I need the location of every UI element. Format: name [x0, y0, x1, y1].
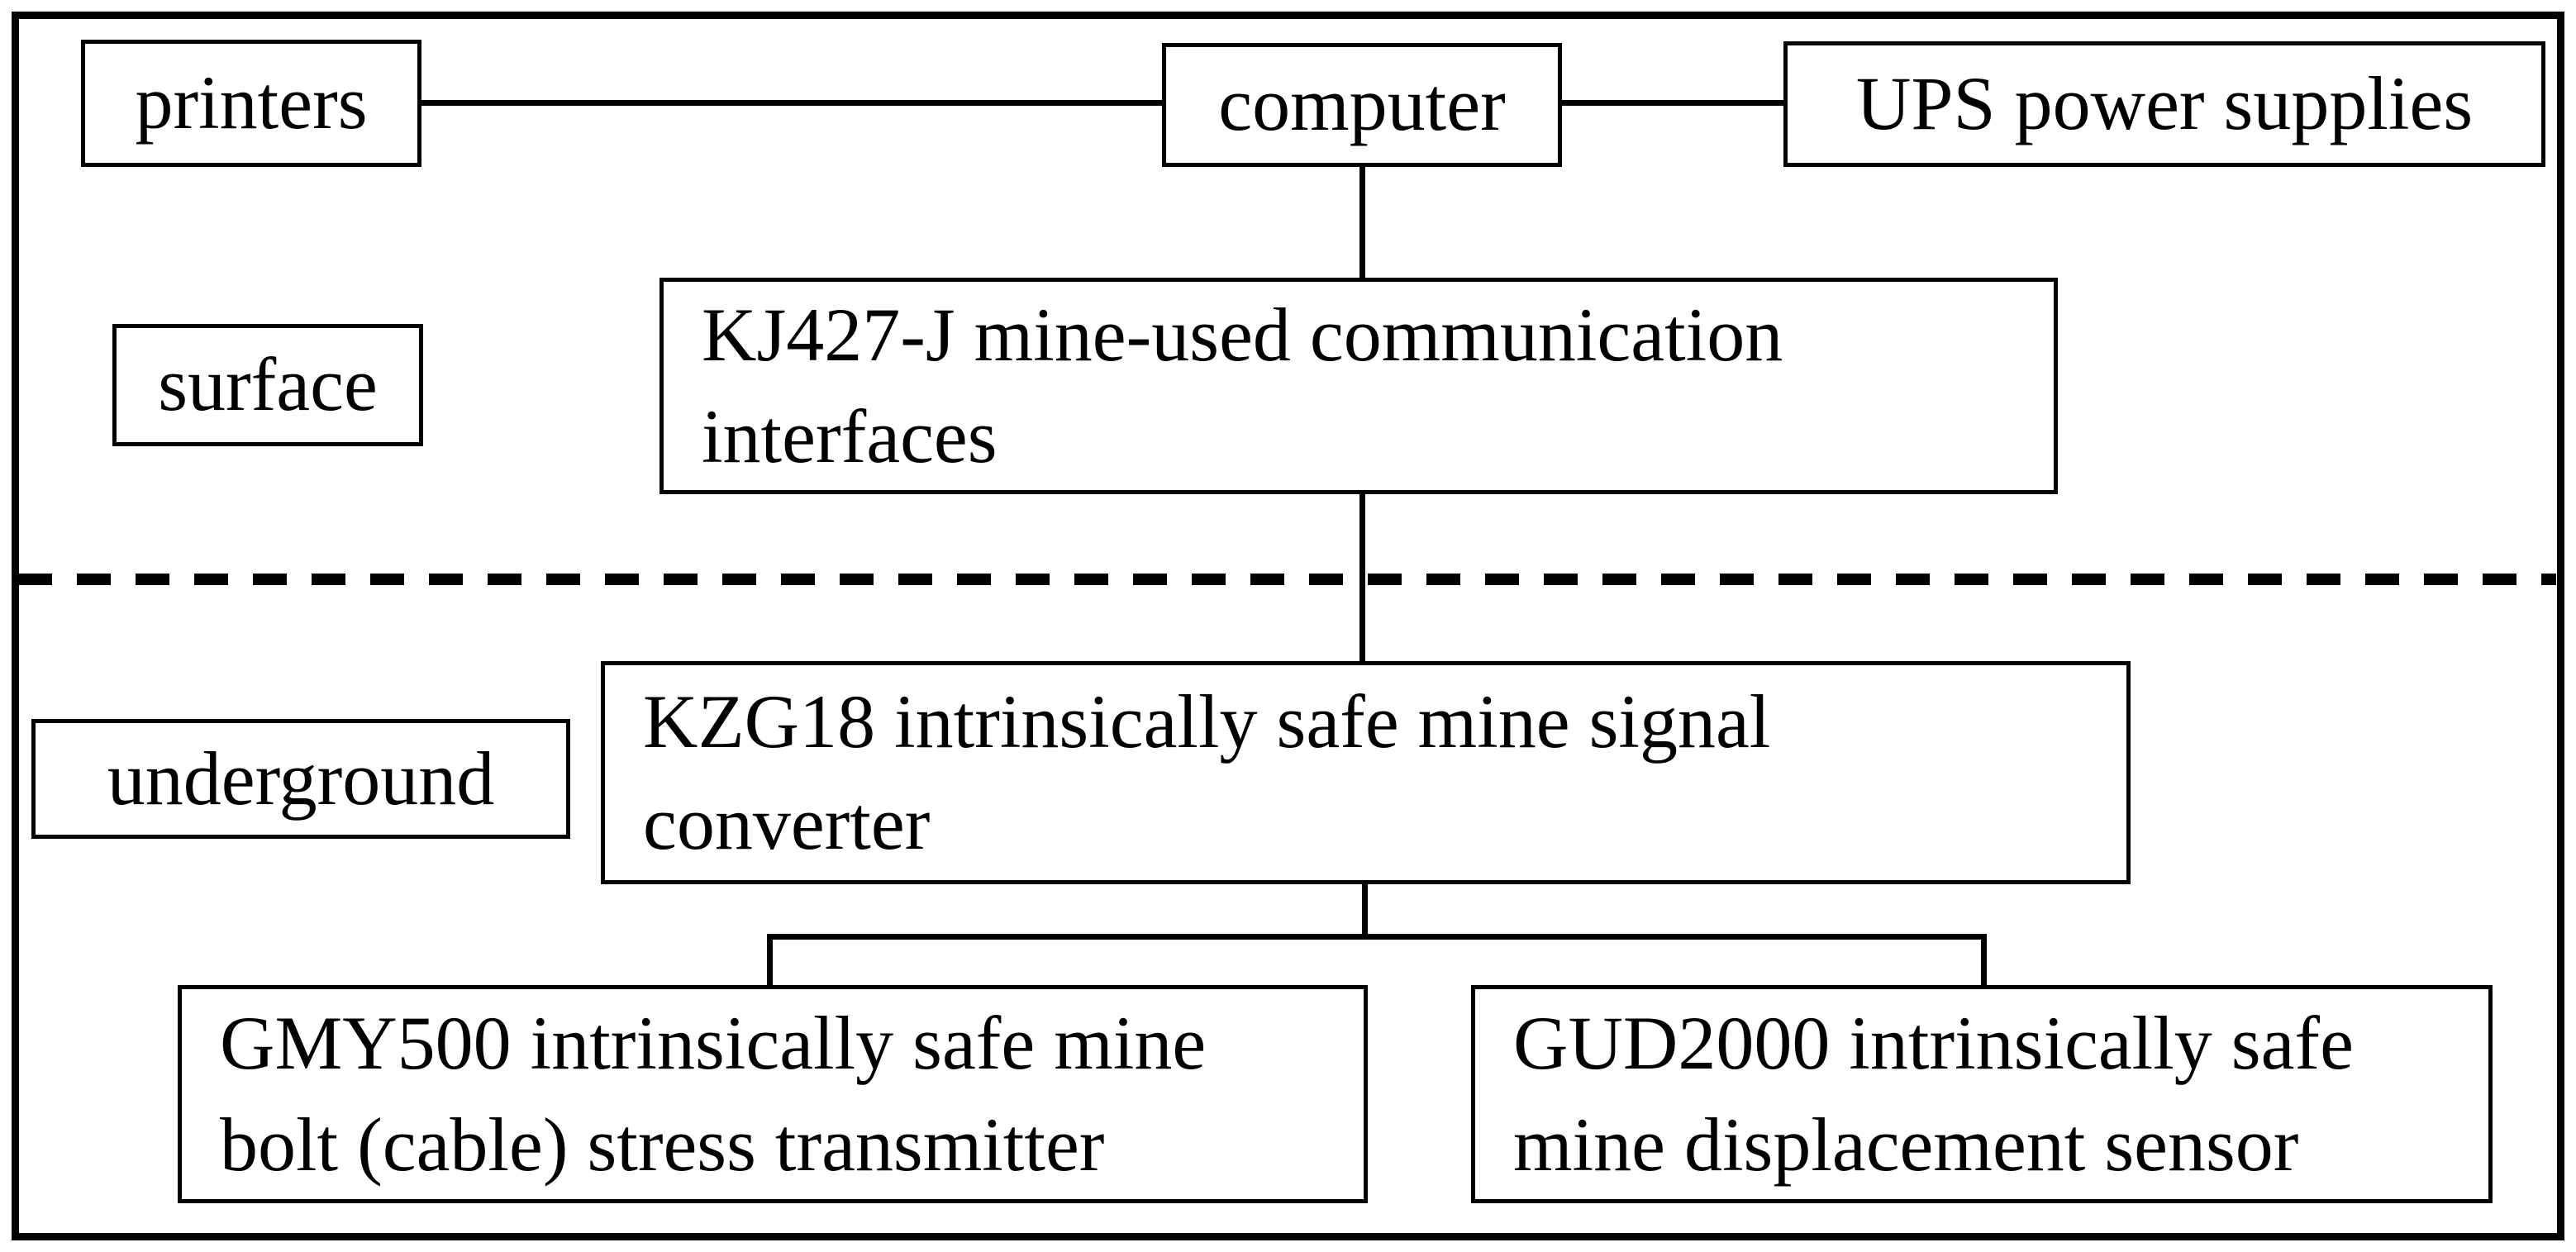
node-gud2000-label-line1: GUD2000 intrinsically safe [1513, 1000, 2354, 1085]
node-kj427-label-line2: interfaces [702, 394, 998, 478]
connector-computer-kj427 [1359, 167, 1365, 278]
node-gud2000-displacement-sensor: GUD2000 intrinsically safe mine displace… [1471, 985, 2493, 1203]
underground-label: underground [107, 735, 495, 821]
node-kzg18-label-line1: KZG18 intrinsically safe mine signal [643, 678, 1771, 764]
connector-kj427-kzg18 [1359, 494, 1365, 661]
node-gud2000-label-line2: mine displacement sensor [1513, 1102, 2299, 1187]
node-gmy500-label-line1: GMY500 intrinsically safe mine [220, 1000, 1207, 1085]
node-gmy500-stress-transmitter: GMY500 intrinsically safe mine bolt (cab… [178, 985, 1368, 1203]
node-ups-power-supplies: UPS power supplies [1783, 41, 2545, 167]
connector-branch-gmy500 [767, 934, 773, 985]
surface-label: surface [158, 342, 378, 427]
surface-underground-dashed-divider [18, 574, 2556, 585]
node-computer-label: computer [1218, 62, 1506, 147]
node-kj427-label-line1: KJ427-J mine-used communication [702, 292, 1783, 377]
node-computer: computer [1162, 43, 1562, 167]
branch-horizontal-bar [767, 934, 1987, 940]
node-kj427-communication-interfaces: KJ427-J mine-used communication interfac… [659, 278, 2058, 494]
connector-branch-gud2000 [1981, 934, 1987, 985]
node-printers: printers [81, 40, 421, 167]
zone-label-underground: underground [31, 719, 570, 839]
zone-label-surface: surface [112, 324, 423, 446]
node-gmy500-label-line2: bolt (cable) stress transmitter [220, 1102, 1105, 1187]
node-ups-label: UPS power supplies [1855, 61, 2474, 146]
node-kzg18-signal-converter: KZG18 intrinsically safe mine signal con… [601, 661, 2131, 884]
node-kzg18-label-line2: converter [643, 781, 931, 865]
connector-printers-computer [421, 100, 1162, 106]
connector-kzg18-branch [1362, 884, 1368, 937]
connector-computer-ups [1562, 100, 1783, 106]
node-printers-label: printers [135, 60, 368, 145]
